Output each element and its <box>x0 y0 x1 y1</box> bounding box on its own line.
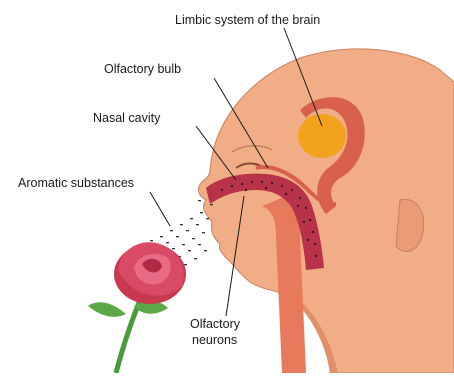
label-neurons-line2: neurons <box>192 333 237 347</box>
label-neurons-line1: Olfactory <box>190 317 241 331</box>
label-aromatic: Aromatic substances <box>18 176 134 190</box>
leader-aromatic <box>150 192 170 226</box>
label-olfactory-bulb: Olfactory bulb <box>104 62 181 76</box>
limbic-system <box>298 114 346 158</box>
label-nasal-cavity: Nasal cavity <box>93 111 161 125</box>
rose-flower <box>114 242 186 304</box>
rose-leaf-left <box>88 302 126 317</box>
label-limbic: Limbic system of the brain <box>175 13 320 27</box>
